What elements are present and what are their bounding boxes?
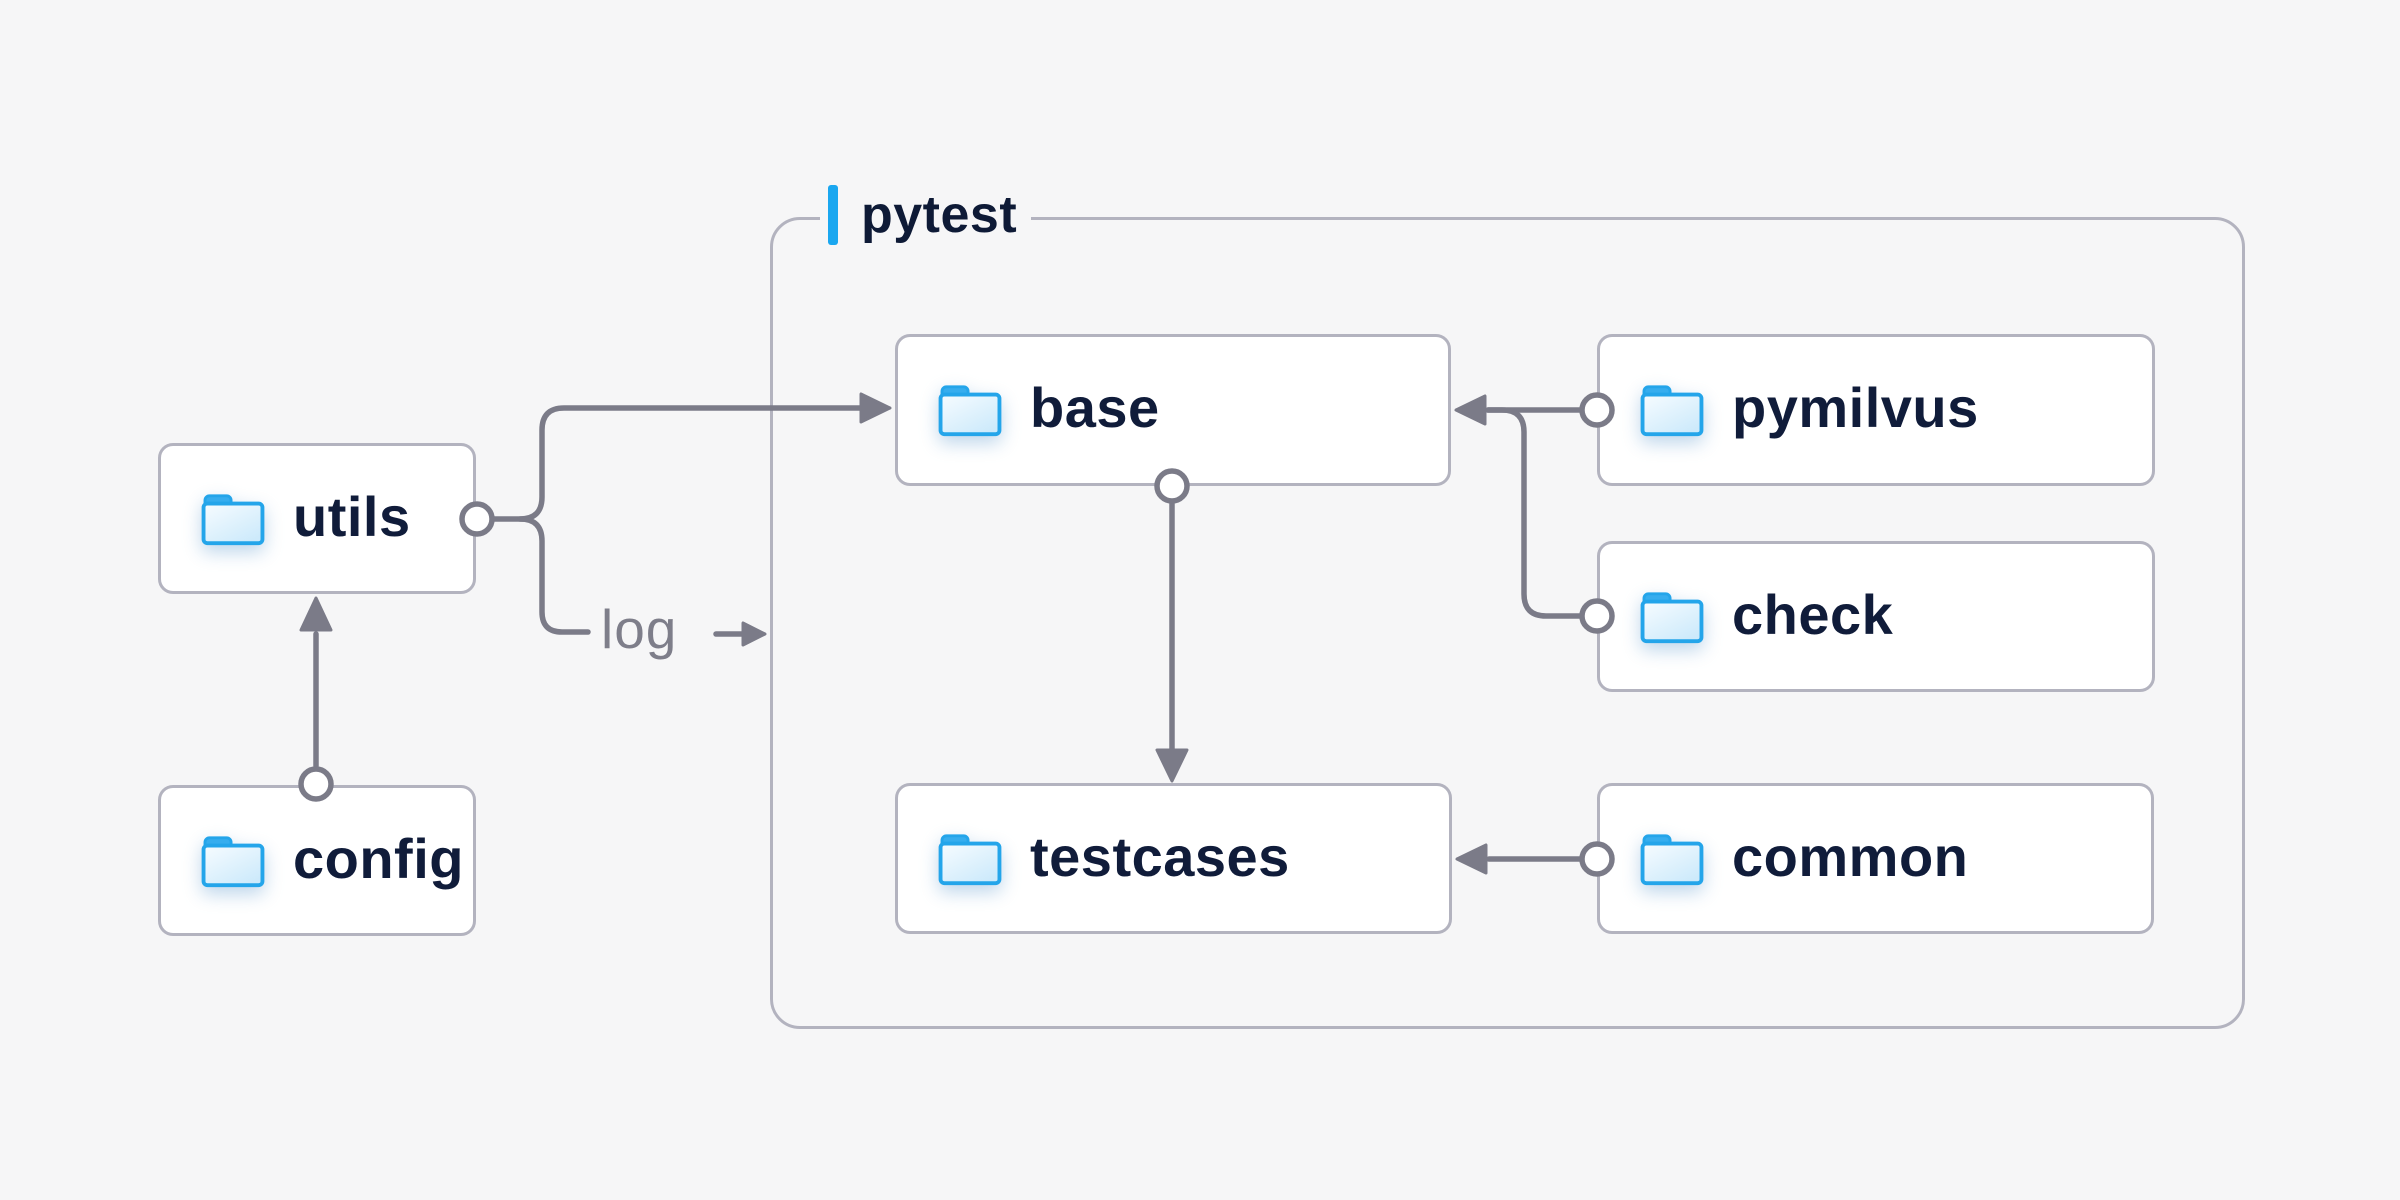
edge-utils-to-log	[517, 516, 591, 635]
log-edge-label: log	[601, 598, 678, 660]
folder-node-pymilvus: pymilvus	[1597, 334, 2155, 486]
accent-bar-icon	[828, 185, 838, 245]
pytest-group-label: pytest	[820, 182, 1032, 248]
folder-icon	[1640, 591, 1704, 643]
folder-icon	[938, 385, 1002, 437]
folder-node-utils: utils	[158, 443, 476, 594]
folder-icon	[1640, 385, 1704, 437]
folder-icon	[201, 493, 265, 545]
folder-node-check: check	[1597, 541, 2155, 692]
folder-node-label: check	[1732, 582, 1894, 646]
folder-node-base: base	[895, 334, 1451, 486]
folder-node-label: pymilvus	[1732, 376, 1979, 439]
folder-node-testcases: testcases	[895, 783, 1452, 934]
pytest-group-container	[770, 217, 2245, 1029]
folder-icon	[201, 835, 265, 887]
folder-node-label: base	[1030, 376, 1160, 439]
folder-node-config: config	[158, 785, 476, 936]
folder-node-label: utils	[293, 484, 411, 548]
arrowhead-into-utils	[299, 596, 333, 632]
folder-node-label: testcases	[1030, 824, 1290, 888]
folder-node-common: common	[1597, 783, 2154, 934]
folder-icon	[1640, 833, 1704, 885]
pytest-group-title: pytest	[861, 186, 1018, 244]
folder-node-label: config	[293, 826, 464, 890]
folder-icon	[938, 833, 1002, 885]
arrowhead-log-into-group	[741, 621, 767, 647]
folder-node-label: common	[1732, 824, 1969, 888]
